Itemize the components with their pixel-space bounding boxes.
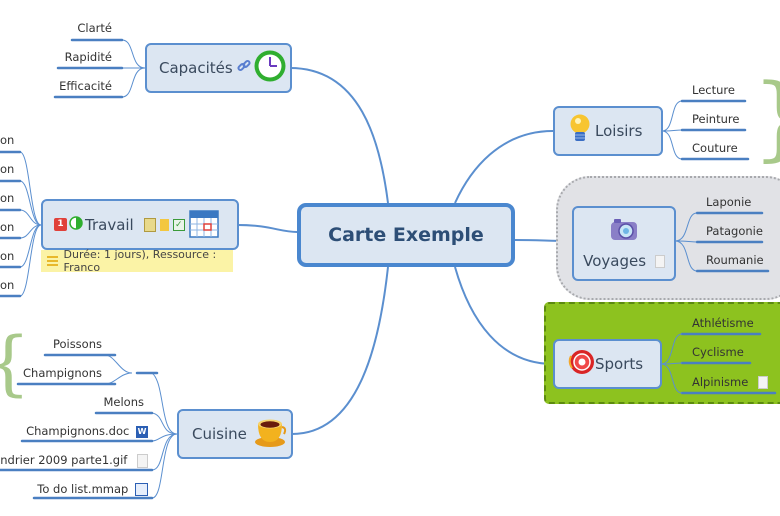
leaf-lecture[interactable]: Lecture [692, 83, 735, 97]
leaf-melons[interactable]: Melons [103, 395, 144, 409]
link-travail [237, 224, 298, 233]
topic-sports[interactable]: Sports [553, 339, 662, 389]
mindmap-file-icon [135, 483, 148, 496]
travail-task-note[interactable]: Durée: 1 jours), Ressource : Franco [41, 248, 233, 274]
word-document-icon: W [136, 425, 148, 438]
topic-cuisine-label: Cuisine [192, 425, 247, 443]
leaf-travail-5[interactable]: on [0, 249, 15, 263]
clock-icon [253, 49, 287, 87]
topic-voyages[interactable]: Voyages [572, 206, 676, 281]
leaf-todo-mmap[interactable]: To do list.mmap [37, 482, 148, 496]
file-icon [137, 453, 148, 468]
leaf-athletisme[interactable]: Athlétisme [692, 316, 754, 330]
leaf-efficacite[interactable]: Efficacité [59, 79, 112, 93]
link-icon[interactable] [237, 59, 251, 77]
task-lines-icon [47, 256, 58, 266]
leaf-poissons[interactable]: Poissons [52, 337, 102, 351]
leaf-champignons[interactable]: Champignons [23, 366, 102, 380]
task-info-icon [143, 217, 156, 232]
topic-sports-label: Sports [595, 355, 644, 373]
leaf-laponie[interactable]: Laponie [706, 195, 752, 209]
leaf-travail-1[interactable]: on [0, 133, 15, 147]
checkbox-icon: ✓ [172, 218, 185, 231]
leaf-champignons-doc[interactable]: Champignons.doc W [26, 424, 148, 438]
leaf-alpinisme-label: Alpinisme [692, 375, 749, 389]
leaf-calendrier-gif-label: alendrier 2009 parte1.gif [0, 453, 128, 467]
leaf-champignons-doc-label: Champignons.doc [26, 424, 130, 438]
leaf-travail-6[interactable]: on [0, 278, 15, 292]
link-sports [454, 266, 554, 365]
note-icon [757, 376, 768, 389]
leaf-travail-4[interactable]: on [0, 220, 15, 234]
topic-travail-label: Travail [85, 215, 134, 234]
leaf-couture[interactable]: Couture [692, 141, 738, 155]
teacup-icon [253, 416, 287, 452]
note-icon [654, 254, 665, 268]
topic-travail[interactable]: 1 Travail ✓ [41, 199, 239, 250]
leaf-roumanie[interactable]: Roumanie [706, 253, 764, 267]
half-progress-icon [69, 215, 83, 234]
topic-voyages-label-row: Voyages [583, 252, 665, 270]
document-icon [159, 218, 169, 231]
priority-1-icon: 1 [54, 218, 67, 231]
leaf-rapidite[interactable]: Rapidité [64, 50, 112, 64]
topic-loisirs[interactable]: Loisirs [553, 106, 663, 156]
cuisine-summary-brace: { [0, 328, 31, 398]
travail-note-text: Durée: 1 jours), Ressource : Franco [63, 248, 217, 274]
topic-voyages-label: Voyages [583, 251, 647, 270]
leaf-calendrier-gif[interactable]: alendrier 2009 parte1.gif [0, 453, 148, 468]
leaf-alpinisme[interactable]: Alpinisme [692, 375, 768, 389]
loisirs-summary-brace: } [752, 72, 780, 164]
link-loisirs [454, 130, 554, 204]
leaf-cyclisme[interactable]: Cyclisme [692, 345, 744, 359]
leaf-todo-mmap-label: To do list.mmap [37, 482, 129, 496]
calendar-icon [188, 207, 220, 243]
leaf-patagonie[interactable]: Patagonie [706, 224, 763, 238]
leaf-travail-2[interactable]: on [0, 162, 15, 176]
central-topic-label: Carte Exemple [328, 224, 484, 246]
leaf-peinture[interactable]: Peinture [692, 112, 740, 126]
topic-loisirs-label: Loisirs [595, 122, 643, 140]
leaf-clarte[interactable]: Clarté [77, 21, 112, 35]
topic-capacites[interactable]: Capacités [145, 43, 292, 93]
target-icon [567, 348, 595, 380]
central-topic[interactable]: Carte Exemple [297, 203, 515, 267]
camera-icon [609, 218, 639, 246]
link-capacites [289, 67, 389, 204]
lightbulb-icon [569, 113, 591, 149]
leaf-travail-3[interactable]: on [0, 191, 15, 205]
topic-cuisine[interactable]: Cuisine [177, 409, 293, 459]
link-cuisine [291, 266, 389, 435]
topic-capacites-label: Capacités [159, 59, 233, 77]
